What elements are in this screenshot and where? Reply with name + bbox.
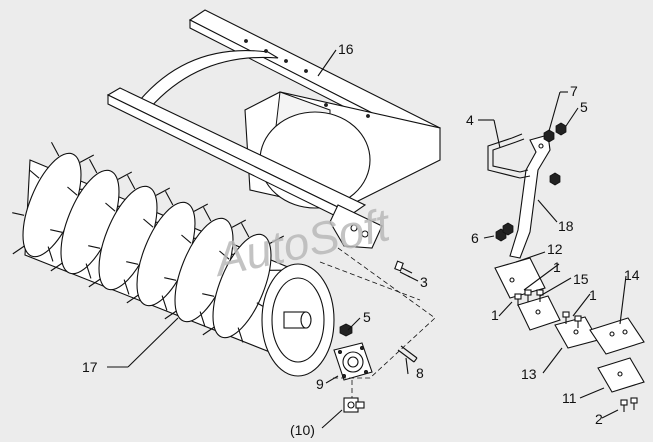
bolts-2 — [620, 397, 638, 412]
callout-9: 9 — [316, 376, 324, 392]
grease-nipple — [343, 397, 365, 413]
callout-6: 6 — [471, 230, 479, 246]
callout-14: 14 — [624, 267, 640, 283]
nut-bracket-side — [502, 222, 514, 236]
pin-8 — [397, 345, 418, 363]
bolts-1 — [514, 289, 582, 328]
callout-12: 12 — [547, 241, 563, 257]
frame-assembly — [106, 9, 442, 249]
callout-18: 18 — [558, 218, 574, 234]
callout-5-bracket: 5 — [580, 99, 588, 115]
u-bolt — [487, 133, 531, 179]
callout-3: 3 — [420, 274, 428, 290]
scraper-plate-15 — [517, 295, 561, 331]
callout-5-roller: 5 — [363, 309, 371, 325]
callout-4: 4 — [466, 112, 474, 128]
callout-8: 8 — [416, 365, 424, 381]
callout-7: 7 — [570, 83, 578, 99]
callout-16: 16 — [338, 41, 354, 57]
callout-1-left: 1 — [491, 307, 499, 323]
callout-13: 13 — [521, 366, 537, 382]
callout-labels: 16 17 3 4 7 5 18 6 12 1 1 15 1 14 13 11 … — [82, 41, 640, 438]
callout-1-upper: 1 — [553, 259, 561, 275]
roller-assembly — [12, 141, 335, 377]
blade-discs — [12, 141, 285, 343]
bolt-3 — [394, 260, 413, 278]
nut-5-roller — [339, 323, 353, 337]
callout-1-right: 1 — [589, 287, 597, 303]
leader-lines — [107, 49, 627, 429]
callout-15: 15 — [573, 271, 589, 287]
scraper-plate-11 — [597, 357, 645, 393]
assembly-guides — [319, 247, 436, 398]
callout-17: 17 — [82, 359, 98, 375]
bearing-flange — [333, 342, 373, 381]
nut-bracket-lower — [549, 172, 561, 186]
scraper-plate-14 — [589, 317, 645, 355]
scraper-bracket — [509, 134, 551, 259]
callout-10: (10) — [290, 422, 315, 438]
callout-11: 11 — [562, 390, 577, 406]
nut-5-bracket — [555, 122, 567, 136]
callout-2: 2 — [595, 411, 603, 427]
nut-7 — [543, 129, 555, 143]
